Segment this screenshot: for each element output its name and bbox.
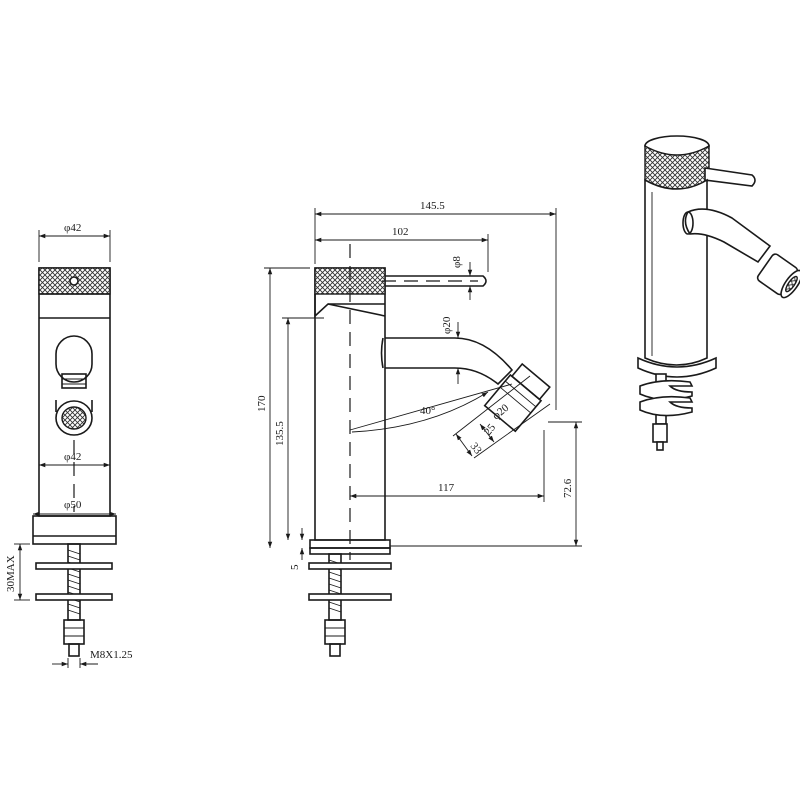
dim-outlet-height: 72.6 <box>562 478 574 498</box>
side-spout <box>385 337 514 386</box>
dim-handle-diameter: φ8 <box>451 256 463 268</box>
dim-spout-reach: 117 <box>438 482 455 494</box>
side-washer-lower <box>308 593 392 601</box>
dim-top-diameter: φ42 <box>64 222 81 234</box>
dim-spout-angle: 40° <box>420 405 435 417</box>
dim-base-diameter: φ50 <box>64 499 82 511</box>
front-washer-lower <box>35 593 113 601</box>
side-handle-lever <box>385 275 487 287</box>
perspective-body <box>644 178 708 366</box>
side-nut <box>324 619 346 645</box>
front-spout <box>55 335 93 383</box>
front-handle-hole <box>69 276 79 286</box>
dim-body-height: 135.5 <box>274 421 286 446</box>
dim-total-height: 170 <box>256 395 268 412</box>
dim-spout-diameter: φ42 <box>64 451 81 463</box>
perspective-view <box>637 135 800 451</box>
dim-spout-diameter: φ20 <box>441 316 453 334</box>
side-view: 145.5 102 φ8 φ20 170 135.5 5 40° 33 <box>256 200 582 657</box>
front-washer-upper <box>35 562 113 570</box>
perspective-nut <box>652 423 668 443</box>
dim-mount-depth: 30MAX <box>5 555 17 592</box>
side-washer-upper <box>308 562 392 570</box>
front-base <box>32 515 117 545</box>
perspective-aerator <box>756 253 800 299</box>
front-body <box>38 267 111 517</box>
dim-handle-reach: 102 <box>392 226 409 238</box>
dim-aerator-length-25: 25 <box>482 421 499 437</box>
dim-thread: M8X1.25 <box>90 649 133 661</box>
front-nut <box>63 619 85 645</box>
front-aerator <box>55 400 93 436</box>
dim-total-reach: 145.5 <box>420 200 445 212</box>
front-view: φ42 φ42 φ50 30MAX M8X1.25 <box>5 222 133 668</box>
perspective-handle-lever <box>704 167 756 187</box>
perspective-spout <box>684 208 772 264</box>
side-aerator <box>483 362 551 433</box>
dim-base-thickness: 5 <box>289 564 301 570</box>
dim-aerator-length-33: 33 <box>468 440 485 456</box>
perspective-washer-lower <box>639 395 694 417</box>
